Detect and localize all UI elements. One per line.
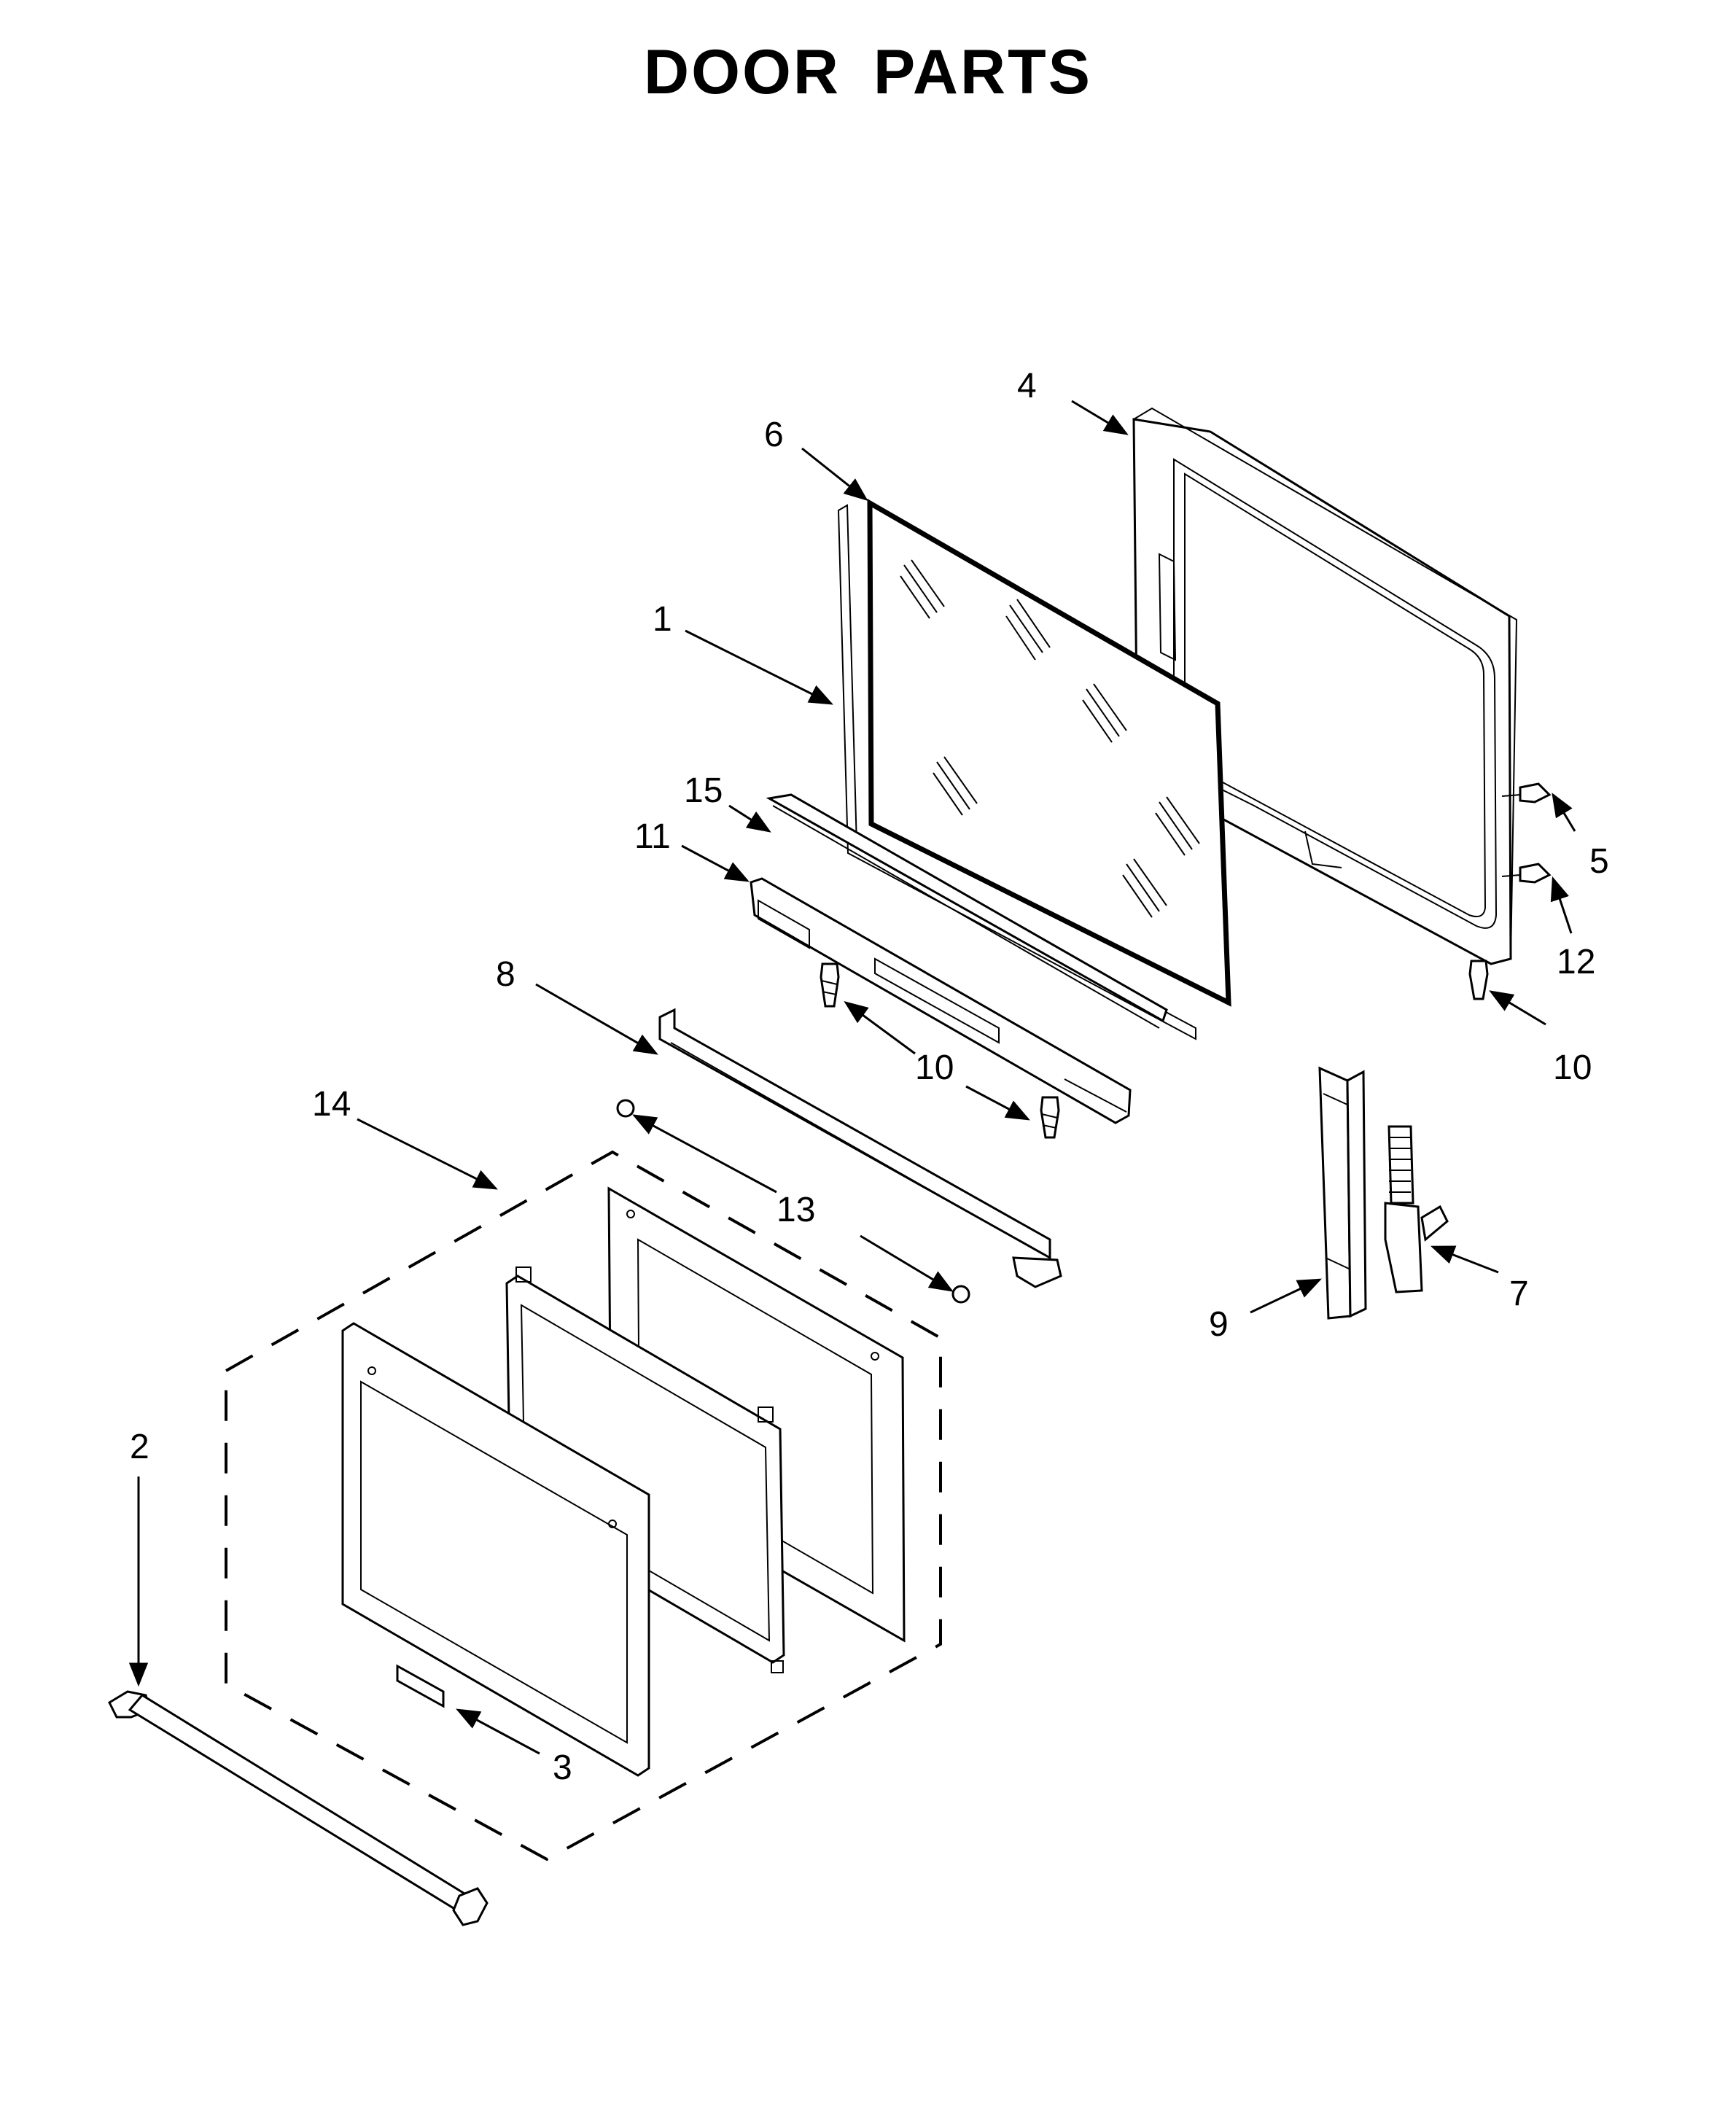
callout-2: 2 (130, 1428, 149, 1466)
part-10-screw (1040, 1096, 1060, 1139)
part-4-inner-door-panel (1132, 407, 1518, 965)
part-10-screw (820, 962, 840, 1008)
outer-door-panel (341, 1322, 650, 1777)
part-7-hinge (1384, 1125, 1449, 1293)
part-10-screw (1468, 960, 1489, 1000)
callout-11: 11 (634, 817, 671, 856)
part-11-bottom-trim (750, 877, 1132, 1124)
part-6-window-glass (837, 498, 1231, 1040)
callout-10-center: 10 (915, 1048, 954, 1087)
callout-9: 9 (1209, 1305, 1229, 1344)
part-5-screw (1501, 782, 1552, 804)
part-12-screw (1501, 863, 1552, 884)
callout-7: 7 (1509, 1275, 1529, 1313)
leader-lines (128, 400, 1576, 1755)
callout-14: 14 (312, 1085, 351, 1124)
callout-3: 3 (553, 1748, 572, 1787)
part-13-nut (951, 1285, 970, 1304)
part-13-nut (616, 1099, 635, 1118)
callout-13: 13 (776, 1191, 815, 1229)
callout-10-right: 10 (1553, 1048, 1592, 1087)
callout-1: 1 (653, 600, 672, 639)
part-3-badge (396, 1664, 445, 1708)
callout-5: 5 (1589, 842, 1609, 881)
part-14-door-assembly (225, 1150, 942, 1861)
callout-15: 15 (684, 771, 723, 810)
part-2-handle (108, 1690, 489, 1926)
part-8-bracket (658, 1008, 1062, 1288)
part-9-hinge-receiver (1318, 1066, 1367, 1320)
callout-8: 8 (496, 955, 515, 994)
page-title: DOOR PARTS (644, 37, 1092, 107)
callout-6: 6 (764, 416, 784, 454)
part-15-gasket-strip (766, 793, 1168, 1029)
callout-4: 4 (1017, 367, 1037, 405)
callout-12: 12 (1557, 943, 1595, 981)
